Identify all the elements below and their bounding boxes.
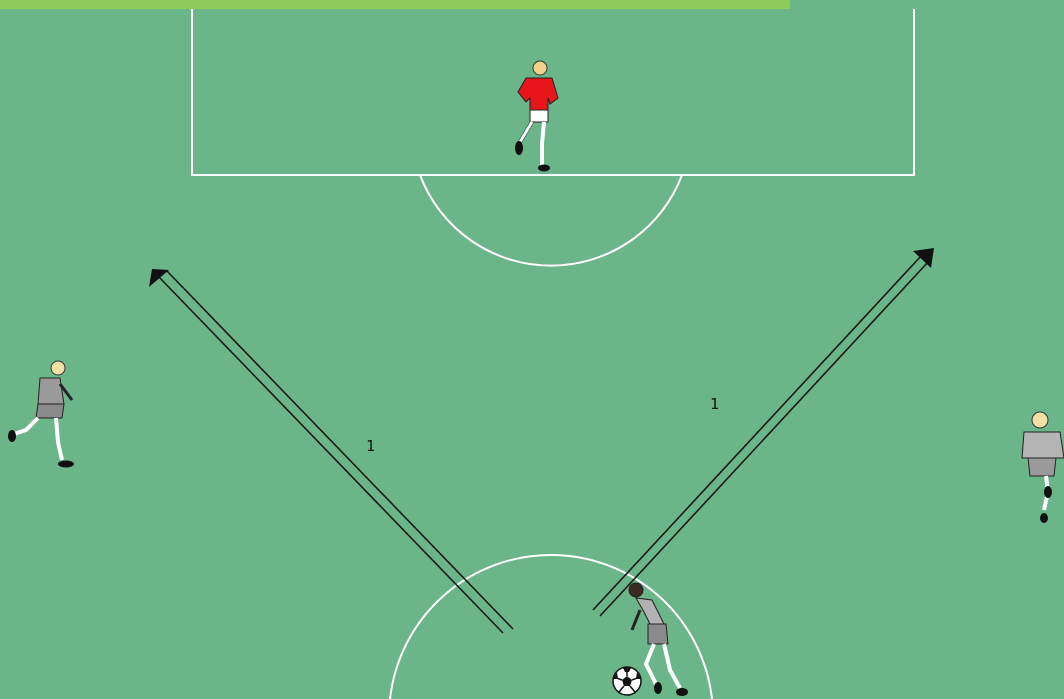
player-attacker-left-icon — [8, 361, 74, 468]
pass-arrow-right — [593, 248, 934, 616]
player-defender-red-icon — [515, 61, 558, 172]
arrow-label-left: 1 — [366, 437, 375, 455]
soccer-ball-icon — [613, 667, 641, 695]
arrow-label-right: 1 — [710, 395, 719, 413]
pass-arrow-left — [149, 269, 513, 633]
penalty-arc — [420, 175, 682, 266]
arrowhead-icon — [913, 248, 934, 268]
pitch-markings — [192, 9, 914, 699]
player-attacker-right-icon — [1022, 412, 1064, 523]
